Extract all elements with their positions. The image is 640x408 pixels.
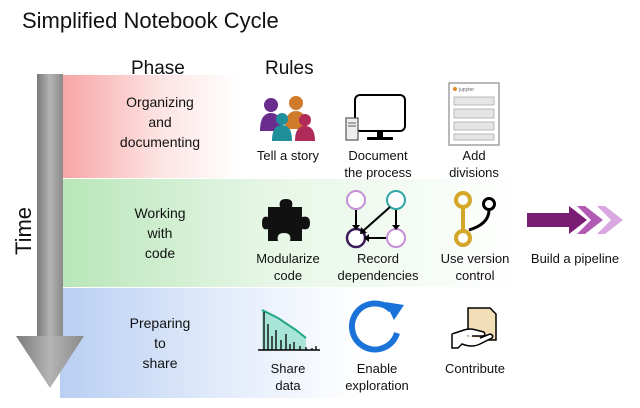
- git-branch-icon: [454, 191, 496, 247]
- rules-header: Rules: [265, 58, 314, 79]
- computer-icon: [345, 94, 406, 141]
- band-preparing: [60, 288, 360, 398]
- dependency-graph-icon: [345, 190, 406, 249]
- people-icon: [260, 96, 315, 141]
- diagram-title: Simplified Notebook Cycle: [22, 8, 279, 33]
- pipeline-arrows-icon: [527, 206, 623, 234]
- data-chart-icon: [258, 309, 320, 351]
- band-organizing: [60, 75, 240, 178]
- refresh-icon: [349, 300, 404, 353]
- hand-paper-icon: [451, 307, 497, 349]
- notebook-document-icon: jupyter: [448, 82, 500, 146]
- puzzle-piece-icon: [262, 199, 310, 241]
- rule-label-contribute: Contribute: [445, 361, 505, 376]
- phase-header: Phase: [131, 58, 185, 79]
- svg-text:jupyter: jupyter: [458, 87, 474, 93]
- rule-label-tell-a-story: Tell a story: [256, 148, 320, 163]
- time-arrow: [16, 74, 84, 388]
- rule-label-build-a-pipeline: Build a pipeline: [530, 251, 620, 266]
- time-axis-label: Time: [11, 206, 36, 256]
